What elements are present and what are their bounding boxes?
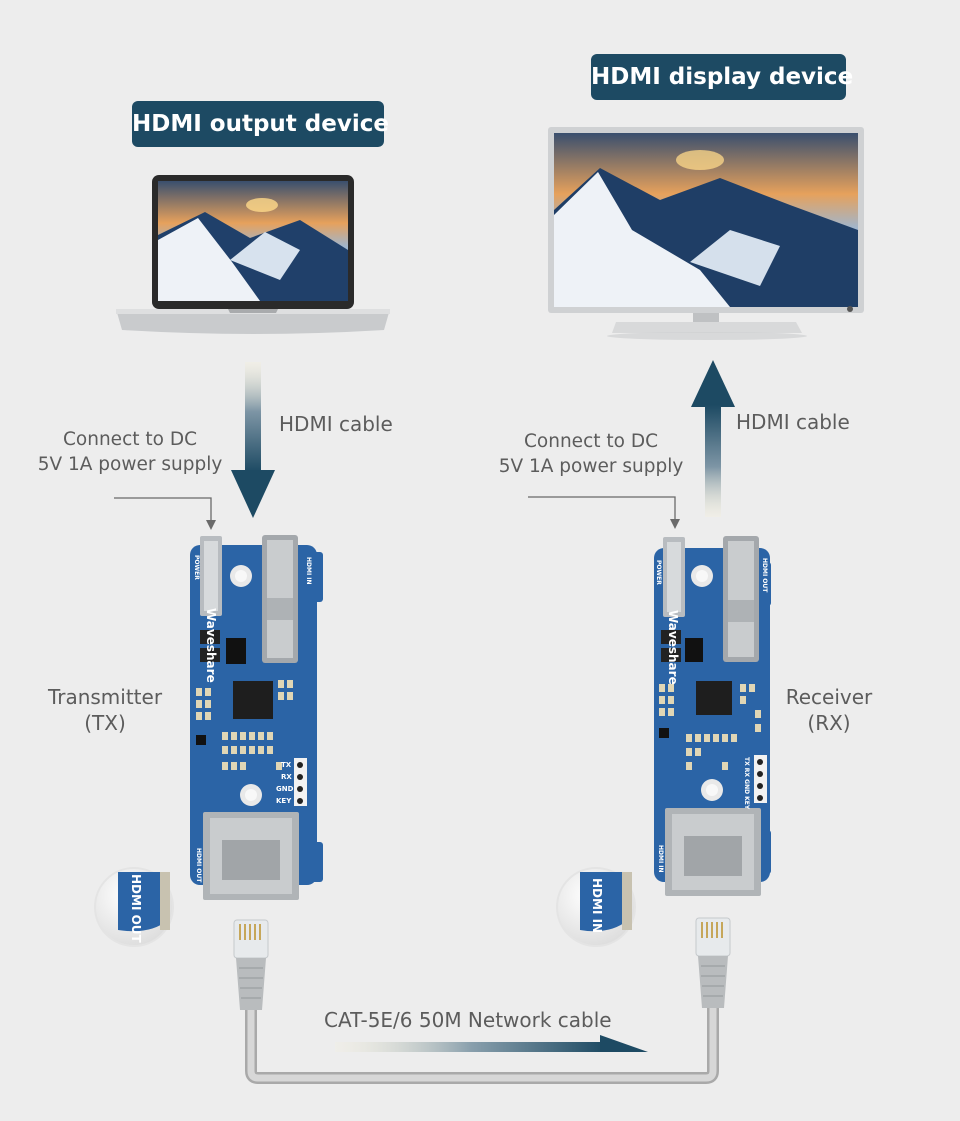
hdmi-arrow-up [691, 360, 735, 517]
tx-power-silkscreen: POWER [193, 555, 200, 580]
hdmi-cable-label-left: HDMI cable [279, 412, 393, 436]
hdmi-output-device-badge: HDMI output device [132, 101, 389, 147]
tx-brand-silkscreen: Waveshare [204, 608, 218, 683]
hdmi-display-device-badge: HDMI display device [591, 54, 853, 100]
laptop-illustration [116, 175, 390, 334]
power-supply-right-line1: Connect to DC [524, 431, 658, 452]
network-arrow-right [335, 1035, 648, 1052]
power-pointer-right [528, 496, 676, 521]
transmitter-label: Transmitter (TX) [30, 684, 180, 736]
zoom-hdmi-out [94, 867, 174, 947]
rx-hdmi-in-silkscreen: HDMI IN [657, 845, 664, 873]
zoom-hdmi-in [556, 867, 636, 947]
receiver-label: Receiver (RX) [766, 684, 892, 736]
tx-pin-rx-silkscreen: RX [281, 773, 292, 781]
tx-pin-gnd-silkscreen: GND [276, 785, 294, 793]
power-supply-left-line2: 5V 1A power supply [37, 454, 223, 475]
network-cable-label: CAT-5E/6 50M Network cable [324, 1008, 612, 1032]
network-cable [233, 917, 731, 1084]
power-pointer-left [114, 497, 212, 522]
power-supply-label-left: Connect to DC 5V 1A power supply [28, 429, 232, 475]
zoom-hdmi-out-text: HDMI OUT [129, 874, 143, 943]
rx-hdmi-out-silkscreen: HDMI OUT [761, 558, 768, 593]
receiver-label-line2: (RX) [807, 711, 851, 735]
transmitter-label-line2: (TX) [84, 711, 126, 735]
tx-hdmi-in-silkscreen: HDMI IN [305, 557, 312, 585]
rx-power-silkscreen: POWER [655, 560, 662, 585]
power-supply-left-line1: Connect to DC [63, 429, 197, 450]
power-supply-label-right: Connect to DC 5V 1A power supply [489, 431, 693, 477]
tx-pin-tx-silkscreen: TX [281, 761, 292, 769]
power-supply-right-line2: 5V 1A power supply [498, 456, 684, 477]
rx-brand-silkscreen: Waveshare [666, 610, 680, 685]
transmitter-board [190, 535, 323, 900]
hdmi-arrow-down [231, 362, 275, 518]
rx-pins-silkscreen: TX RX GND KEY [743, 757, 750, 810]
transmitter-label-line1: Transmitter [47, 685, 163, 709]
hdmi-cable-label-right: HDMI cable [736, 410, 850, 434]
receiver-label-line1: Receiver [785, 685, 873, 709]
zoom-hdmi-in-text: HDMI IN [590, 878, 604, 934]
receiver-board [654, 536, 771, 896]
monitor-illustration [548, 127, 864, 340]
tx-hdmi-out-silkscreen: HDMI OUT [195, 848, 202, 883]
tx-pin-key-silkscreen: KEY [276, 797, 292, 805]
